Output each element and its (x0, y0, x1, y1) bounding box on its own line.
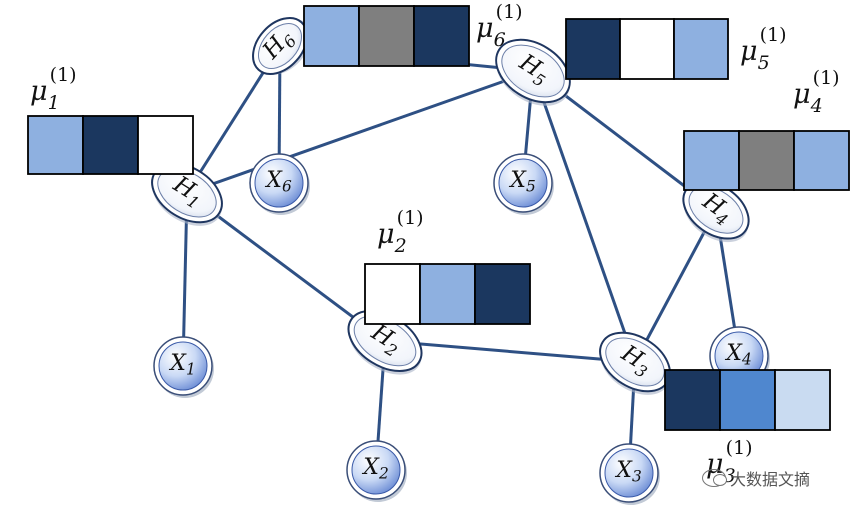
node-h5: H5 (495, 38, 571, 106)
node-x5: X5 (493, 153, 554, 215)
vector-mu4-cell-1 (683, 130, 740, 191)
node-h4: H4 (682, 180, 750, 243)
vector-mu1-label: μ1(1) (30, 64, 77, 114)
vector-mu2-label: μ2(1) (377, 207, 424, 257)
edge-h1-h2 (186, 191, 386, 343)
vector-mu2-cell-1 (364, 263, 421, 325)
vector-mu1-cell-3 (137, 115, 194, 175)
node-h3: H3 (599, 331, 671, 395)
vector-mu3-cell-1 (664, 369, 721, 431)
edge-h1-h5 (186, 69, 534, 195)
vector-mu5: μ5(1) (565, 18, 787, 80)
watermark: 大数据文摘 (702, 466, 810, 490)
vector-mu5-label: μ5(1) (740, 24, 787, 74)
node-x2-label: X2 (361, 455, 388, 483)
vector-mu2-cell-3 (474, 263, 531, 325)
vector-mu4: μ4(1) (683, 67, 850, 191)
vector-mu6-cell-1 (303, 5, 360, 67)
node-h1: H1 (151, 162, 223, 226)
vector-mu1-cell-2 (82, 115, 139, 175)
vector-mu1-cell-1 (27, 115, 84, 175)
node-x3-label: X3 (614, 458, 642, 486)
vector-mu6-cell-2 (358, 5, 415, 67)
vector-mu4-cell-3 (793, 130, 850, 191)
vector-mu5-cell-2 (619, 18, 675, 80)
vector-mu2: μ2(1) (364, 207, 531, 325)
vector-mu5-cell-1 (565, 18, 621, 80)
vector-mu6-cell-3 (413, 5, 470, 67)
vector-mu3-cell-3 (774, 369, 831, 431)
vector-mu1: μ1(1) (27, 64, 194, 175)
node-x6: X6 (249, 153, 310, 215)
vector-mu6: μ6(1) (303, 1, 523, 67)
vector-mu2-cell-2 (419, 263, 476, 325)
node-x1: X1 (153, 336, 214, 398)
node-x3: X3 (599, 443, 660, 505)
vector-mu3: μ3(1) (664, 369, 831, 487)
vector-mu6-label: μ6(1) (476, 1, 523, 51)
node-x5-label: X5 (508, 168, 535, 196)
node-h6: H6 (252, 17, 311, 75)
node-x6-label: X6 (264, 168, 292, 196)
message-vectors: μ1(1) μ2(1) μ3(1) μ4(1)μ5(1) μ6(1) (27, 1, 850, 487)
edge-h2-h3 (384, 339, 636, 364)
edges (181, 44, 741, 474)
node-x4-label: X4 (724, 341, 751, 369)
watermark-text: 大数据文摘 (730, 470, 811, 489)
vector-mu3-cell-2 (719, 369, 776, 431)
vector-mu4-cell-2 (738, 130, 795, 191)
node-h2: H2 (347, 310, 423, 375)
edge-h3-h4 (633, 209, 718, 363)
vector-mu4-label: μ4(1) (793, 67, 840, 117)
node-x2: X2 (346, 440, 407, 502)
node-x1-label: X1 (168, 351, 195, 379)
edge-h5-h3 (531, 70, 637, 363)
vector-mu5-cell-3 (673, 18, 729, 80)
wechat-icon (702, 469, 727, 487)
